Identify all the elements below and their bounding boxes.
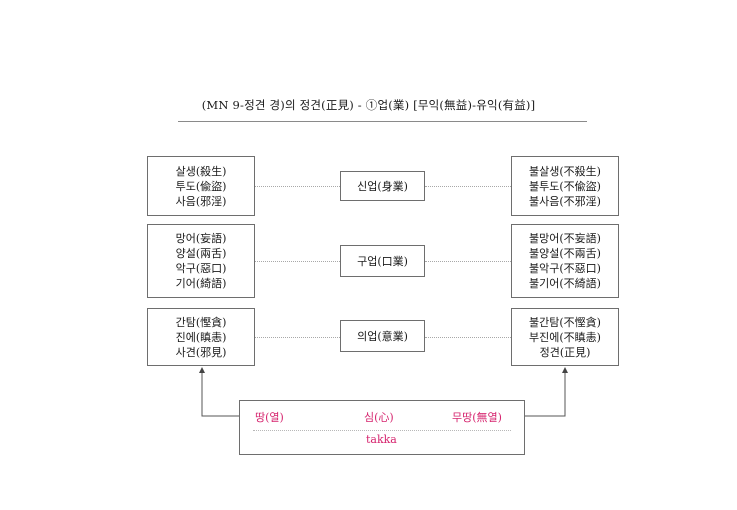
box-speech-karma: 구업(口業) xyxy=(340,245,425,277)
box-line: 기어(綺語) xyxy=(175,277,227,290)
box-line: 악구(惡口) xyxy=(175,262,227,275)
box-speech-wholesome: 불망어(不妄語) 불양설(不兩舌) 불악구(不惡口) 불기어(不綺語) xyxy=(511,224,619,298)
connector-row1-right xyxy=(425,186,511,187)
box-line: 불투도(不偸盜) xyxy=(529,179,601,193)
box-line: 불양설(不兩舌) xyxy=(529,247,601,260)
bottom-box xyxy=(239,400,525,455)
box-line: 불사음(不邪淫) xyxy=(529,194,601,208)
box-body-karma: 신업(身業) xyxy=(340,171,425,201)
title-rule xyxy=(178,121,587,122)
box-line: 불간탐(不慳貪) xyxy=(529,315,601,329)
box-line: 정견(正見) xyxy=(539,345,591,359)
box-line: 간탐(慳貪) xyxy=(175,315,227,329)
arrow-to-left-mind-box xyxy=(199,367,239,417)
connector-row3-left xyxy=(255,337,340,338)
box-line: 살생(殺生) xyxy=(175,164,227,178)
box-mind-wholesome: 불간탐(不慳貪) 부진에(不瞋恚) 정견(正見) xyxy=(511,308,619,366)
box-body-unwholesome: 살생(殺生) 투도(偸盜) 사음(邪淫) xyxy=(147,156,255,216)
box-line: 신업(身業) xyxy=(357,179,408,193)
bottom-sub-label: takka xyxy=(366,433,397,446)
box-line: 불살생(不殺生) xyxy=(529,164,601,178)
box-line: 사견(邪見) xyxy=(175,345,227,359)
box-body-wholesome: 불살생(不殺生) 불투도(不偸盜) 불사음(不邪淫) xyxy=(511,156,619,216)
bottom-left-label: 땅(열) xyxy=(255,411,284,424)
box-line: 의업(意業) xyxy=(357,329,408,343)
box-mind-unwholesome: 간탐(慳貪) 진에(瞋恚) 사견(邪見) xyxy=(147,308,255,366)
diagram-title: (MN 9-정견 경)의 정견(正見) - ①업(業) [무익(無益)-유익(有… xyxy=(201,98,536,112)
box-speech-unwholesome: 망어(妄語) 양설(兩舌) 악구(惡口) 기어(綺語) xyxy=(147,224,255,298)
box-line: 양설(兩舌) xyxy=(175,247,227,260)
box-line: 불악구(不惡口) xyxy=(529,262,601,275)
box-line: 불망어(不妄語) xyxy=(529,232,601,245)
box-mind-karma: 의업(意業) xyxy=(340,320,425,352)
connector-row3-right xyxy=(425,337,511,338)
box-line: 투도(偸盜) xyxy=(175,179,227,193)
arrow-to-right-mind-box xyxy=(525,367,568,417)
connector-row1-left xyxy=(255,186,340,187)
bottom-right-label: 무땅(無열) xyxy=(452,411,502,424)
box-line: 부진에(不瞋恚) xyxy=(529,330,601,344)
connector-row2-right xyxy=(425,261,511,262)
bottom-divider xyxy=(253,430,511,431)
connector-row2-left xyxy=(255,261,340,262)
box-line: 구업(口業) xyxy=(357,254,408,268)
box-line: 사음(邪淫) xyxy=(175,194,227,208)
bottom-center-label: 심(心) xyxy=(364,411,394,424)
box-line: 불기어(不綺語) xyxy=(529,277,601,290)
box-line: 진에(瞋恚) xyxy=(175,330,227,344)
box-line: 망어(妄語) xyxy=(175,232,227,245)
